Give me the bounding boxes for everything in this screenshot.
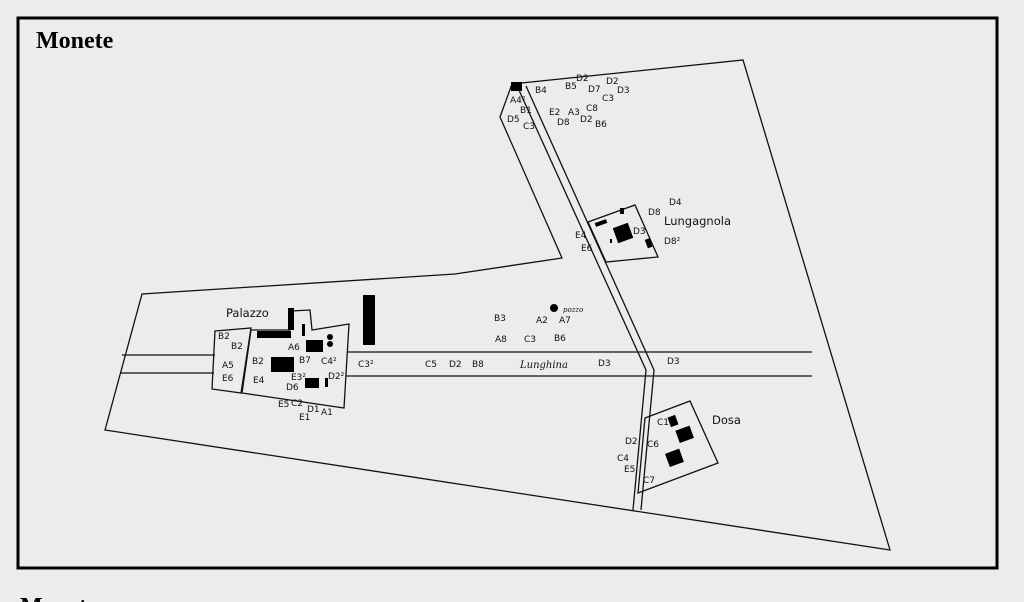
find-label: A5 bbox=[222, 361, 234, 371]
find-label: E1 bbox=[299, 413, 310, 423]
palazzo-find-labels: B2 B2 A5 E6 B2 E4 A6 B7 C4² E3² D6 D2² E… bbox=[218, 332, 374, 423]
find-label: B4 bbox=[535, 86, 547, 96]
lunghina-road bbox=[120, 351, 812, 377]
palazzo-label: Palazzo bbox=[226, 306, 269, 320]
find-label: D5 bbox=[507, 115, 520, 125]
find-label: E6 bbox=[581, 244, 593, 254]
find-label: C3² bbox=[358, 360, 374, 370]
lungagnola-compound bbox=[587, 204, 659, 263]
find-label: D2 bbox=[576, 74, 589, 84]
dosa-label: Dosa bbox=[712, 413, 741, 427]
find-label: D4 bbox=[669, 198, 682, 208]
map-frame bbox=[16, 16, 999, 570]
find-label: B6 bbox=[554, 334, 566, 344]
find-label: D2 bbox=[606, 77, 619, 87]
find-label: C2 bbox=[291, 399, 303, 409]
middle-find-labels: B3 A2 A7 A8 C3 B6 C5 D2 B8 D3 D3 bbox=[425, 314, 680, 370]
find-label: C4 bbox=[617, 454, 629, 464]
find-label: A7 bbox=[559, 316, 571, 326]
find-label: A4² bbox=[510, 96, 526, 106]
find-label: E5 bbox=[624, 465, 635, 475]
find-label: B2 bbox=[231, 342, 243, 352]
top-building bbox=[511, 82, 522, 91]
top-find-labels: A4² B4 B5 D2 D7 D2 D3 C3 B1 D5 C3 E2 A3 … bbox=[507, 74, 630, 132]
find-label: E4 bbox=[575, 231, 587, 241]
find-label: D2 bbox=[449, 360, 462, 370]
find-label: D8² bbox=[664, 237, 681, 247]
find-label: D3 bbox=[598, 359, 611, 369]
lungagnola-label: Lungagnola bbox=[664, 214, 731, 228]
find-label: B8 bbox=[472, 360, 484, 370]
next-map-title: Monete bbox=[20, 594, 98, 602]
find-label: A6 bbox=[288, 343, 300, 353]
find-label: E3² bbox=[291, 373, 306, 383]
find-label: C7 bbox=[643, 476, 655, 486]
find-label: C4² bbox=[321, 357, 337, 367]
find-label: D3 bbox=[633, 227, 646, 237]
lunghina-label: Lunghina bbox=[519, 360, 568, 371]
find-label: D7 bbox=[588, 85, 601, 95]
find-label: D2² bbox=[328, 372, 345, 382]
find-label: D8 bbox=[557, 118, 570, 128]
find-label: D2 bbox=[625, 437, 638, 447]
find-label: B2 bbox=[218, 332, 230, 342]
find-label: C3 bbox=[523, 122, 535, 132]
pozzo-label: pozzo bbox=[563, 306, 583, 314]
find-label: A8 bbox=[495, 335, 507, 345]
map-title: Monete bbox=[36, 28, 114, 54]
find-label: E2 bbox=[549, 108, 560, 118]
dosa-find-labels: C1 C6 D2 C4 E5 C7 bbox=[617, 418, 669, 486]
find-label: A3 bbox=[568, 108, 580, 118]
find-label: E4 bbox=[253, 376, 265, 386]
find-label: E5 bbox=[278, 400, 289, 410]
find-label: C6 bbox=[647, 440, 659, 450]
find-label: D2 bbox=[580, 115, 593, 125]
find-label: A2 bbox=[536, 316, 548, 326]
find-label: D3 bbox=[667, 357, 680, 367]
find-label: C3 bbox=[602, 94, 614, 104]
pozzo-well-icon bbox=[550, 304, 558, 312]
find-label: D6 bbox=[286, 383, 299, 393]
dosa-compound bbox=[637, 400, 719, 494]
find-label: B5 bbox=[565, 82, 577, 92]
find-label: D8 bbox=[648, 208, 661, 218]
find-label: B6 bbox=[595, 120, 607, 130]
find-label: C8 bbox=[586, 104, 598, 114]
find-label: D1 bbox=[307, 405, 320, 415]
find-label: E6 bbox=[222, 374, 234, 384]
find-label: C5 bbox=[425, 360, 437, 370]
palazzo-compound bbox=[211, 295, 375, 409]
find-label: D3 bbox=[617, 86, 630, 96]
find-label: B7 bbox=[299, 356, 311, 366]
find-label: C3 bbox=[524, 335, 536, 345]
lungagnola-find-labels: D4 D8 D3 D8² E4 E6 bbox=[575, 198, 682, 254]
find-label: B2 bbox=[252, 357, 264, 367]
find-label: B3 bbox=[494, 314, 506, 324]
estate-boundary bbox=[104, 59, 891, 551]
find-label: A1 bbox=[321, 408, 333, 418]
find-label: B1 bbox=[520, 106, 532, 116]
diagonal-road bbox=[517, 85, 655, 511]
find-label: C1 bbox=[657, 418, 669, 428]
